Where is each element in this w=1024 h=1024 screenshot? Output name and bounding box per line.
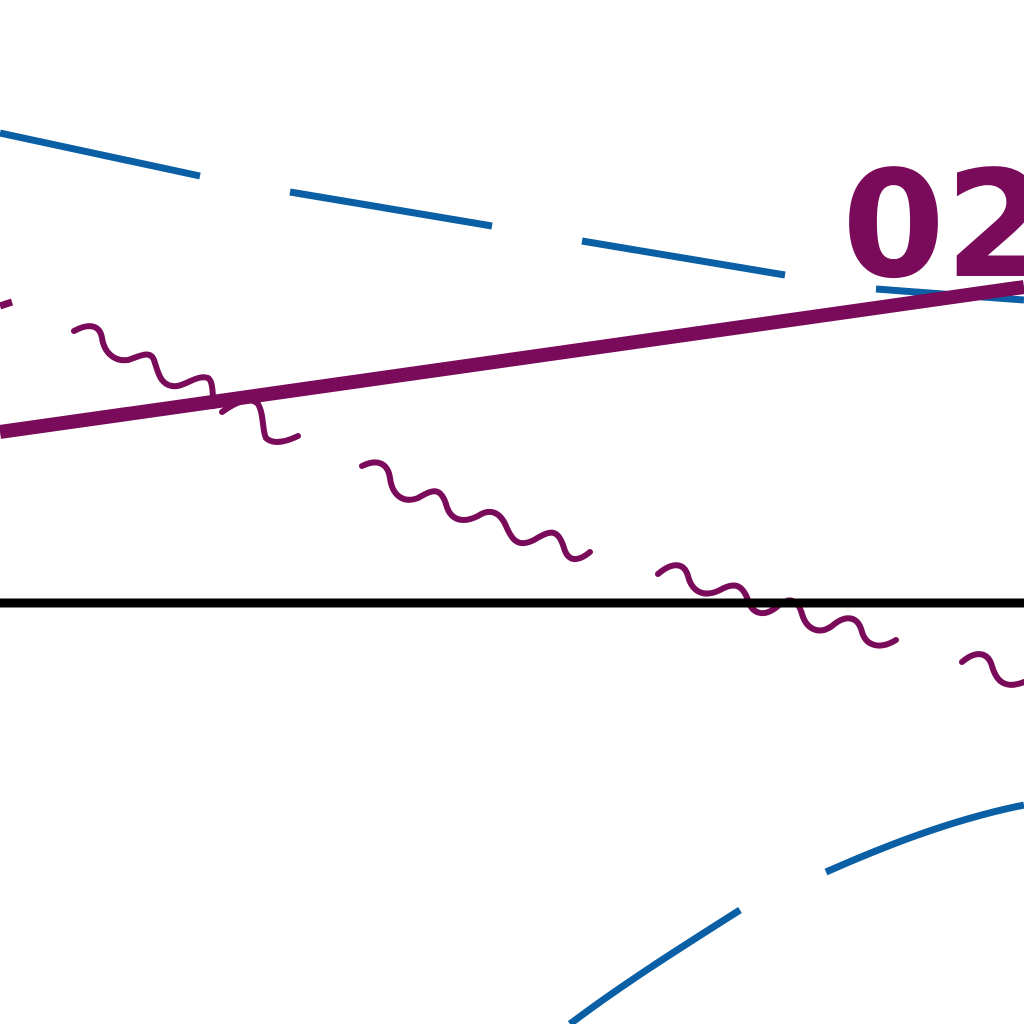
wavy-segment — [359, 459, 593, 562]
blue-dashed-line-bottom — [567, 801, 1024, 1024]
map-label-02: 02 — [842, 139, 1024, 311]
magenta-edge-mark — [0, 298, 14, 310]
wavy-segment — [219, 397, 301, 445]
blue-dash-segment — [581, 237, 786, 279]
blue-dash-segment — [289, 188, 493, 230]
blue-dash-segment — [0, 129, 201, 180]
magenta-wavy-line — [71, 323, 1024, 688]
blue-dash-segment — [567, 907, 742, 1024]
wavy-segment — [71, 323, 217, 409]
magenta-boundary-line — [0, 280, 1024, 439]
wavy-segment — [959, 651, 1024, 688]
blue-dashed-line-top — [0, 129, 1024, 304]
blue-dash-segment — [824, 801, 1024, 876]
